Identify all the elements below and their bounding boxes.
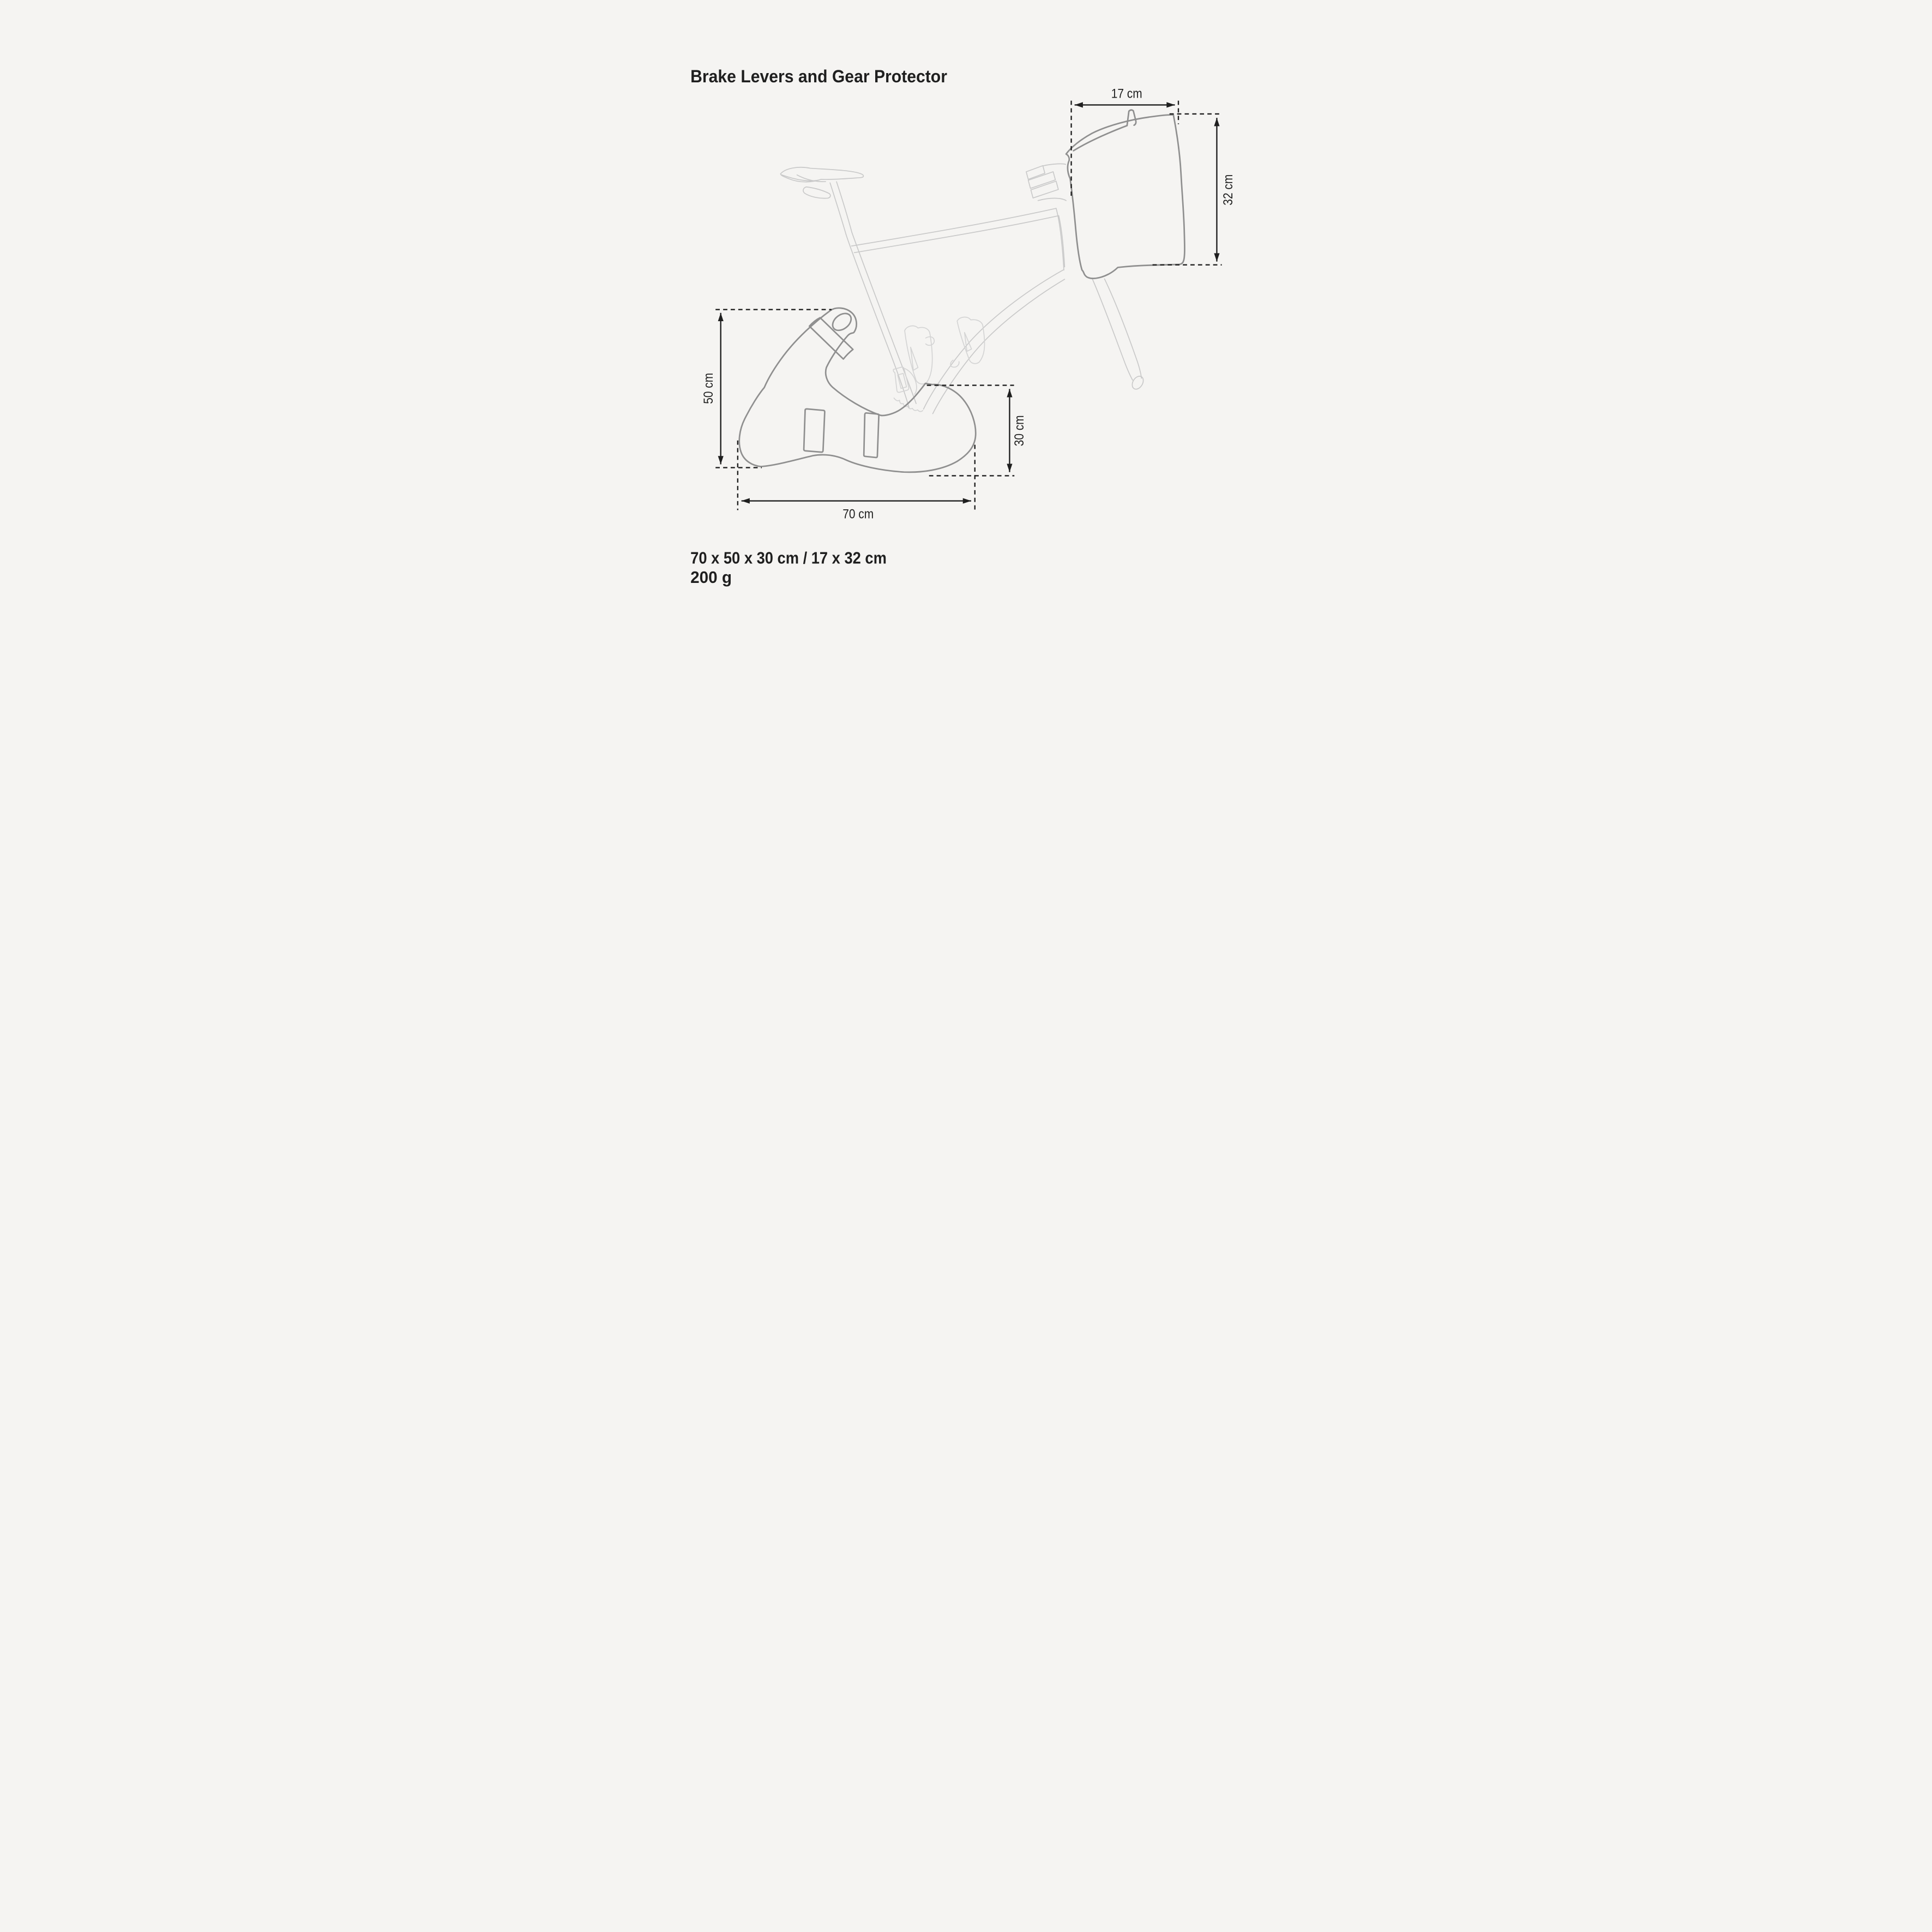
bike-seat-tube [845,232,917,408]
bike-head-tube [1055,208,1065,271]
bike-illustration [780,163,1143,414]
diagram-page: 17 cm 32 cm 50 cm 30 cm 70 c [639,0,1293,654]
handlebar-protector-outline [1065,109,1185,279]
bike-top-tube [851,208,1059,254]
dimension-30cm: 30 cm [926,384,1027,477]
bike-bottle-cage-seat-tube [904,325,935,385]
dimension-50cm: 50 cm [701,309,832,468]
bike-bottle-cage-down-tube [949,316,985,368]
dim-label-32cm: 32 cm [1220,174,1235,206]
bike-saddle [780,167,864,183]
gear-protector-top-strap [808,317,854,360]
dim-label-70cm: 70 cm [842,507,874,521]
bike-seatpost [802,181,852,235]
gear-protector-strap-right [863,412,880,459]
bike-down-tube [923,269,1065,414]
bike-fork [1092,278,1143,390]
gear-protector-outline [738,307,977,473]
page-title: Brake Levers and Gear Protector [690,67,947,86]
product-specs: 70 x 50 x 30 cm / 17 x 32 cm 200 g [690,549,887,587]
handlebar-protector-tab [1126,109,1137,127]
dim-label-17cm: 17 cm [1111,87,1142,101]
dimension-17cm: 17 cm [1070,87,1179,197]
handlebar-protector-flap [1072,124,1128,152]
dimension-32cm: 32 cm [1152,113,1235,266]
diagram-canvas: 17 cm 32 cm 50 cm 30 cm 70 c [690,67,1236,587]
dim-label-30cm: 30 cm [1012,415,1027,446]
dim-label-50cm: 50 cm [701,373,715,404]
gear-protector-strap-left [803,408,826,453]
spec-weight: 200 g [690,568,732,587]
bike-crank-derailleur [892,366,923,412]
spec-size: 70 x 50 x 30 cm / 17 x 32 cm [690,549,887,568]
gear-protector-opening [832,312,852,332]
dimension-70cm: 70 cm [737,440,976,521]
bike-stem-spacers [1025,163,1067,201]
